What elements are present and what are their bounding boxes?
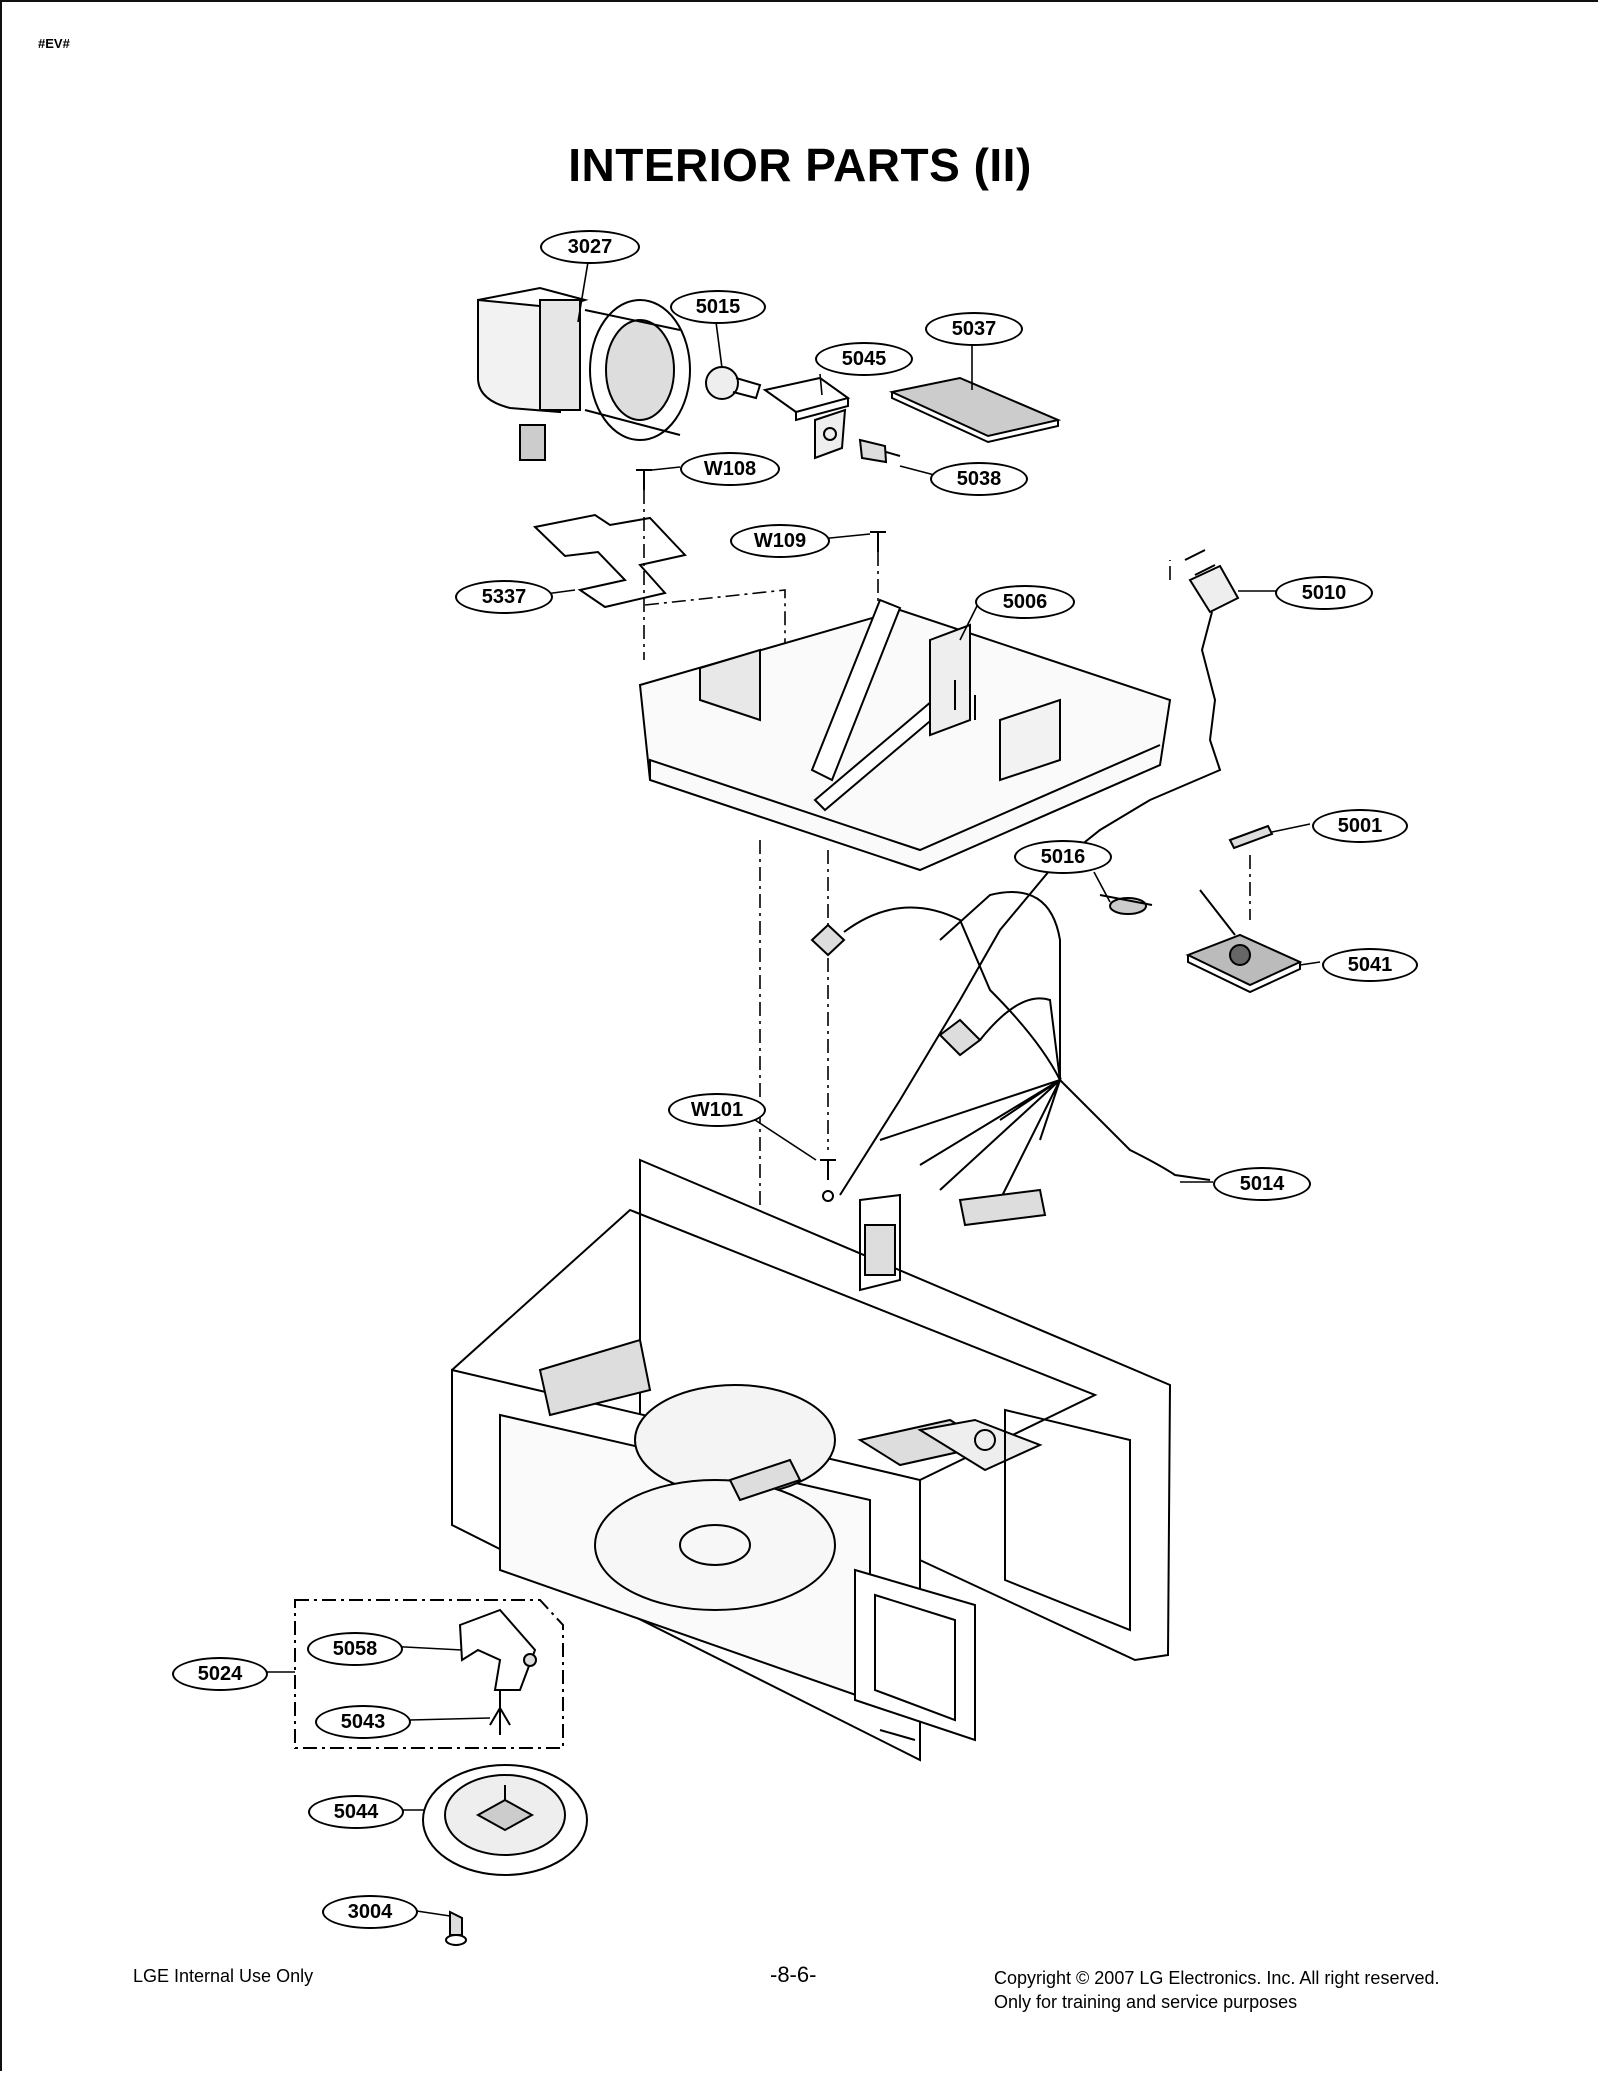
grease-filter-part (888, 376, 1062, 444)
screw-w108 (636, 469, 652, 490)
callout-3027: 3027 (540, 230, 640, 264)
lamp-bulb-part (705, 366, 762, 400)
lamp-socket-part (762, 376, 851, 460)
callout-5037: 5037 (925, 312, 1023, 346)
screw-w109 (870, 531, 886, 552)
power-cord-part (839, 549, 1240, 1196)
thermostat-part (1099, 894, 1153, 915)
callout-5016: 5016 (1014, 840, 1112, 874)
footer-copyright-line: Copyright © 2007 LG Electronics. Inc. Al… (994, 1968, 1440, 1988)
turntable-roller-part (445, 1910, 467, 1946)
callout-5043: 5043 (315, 1705, 411, 1739)
footer-training-note: Only for training and service purposes (994, 1992, 1298, 2012)
page-title: INTERIOR PARTS (II) (568, 139, 1032, 191)
callout-w108: W108 (680, 452, 780, 486)
shield-sheet-part (532, 513, 687, 609)
callout-5337: 5337 (455, 580, 553, 614)
callout-5001: 5001 (1312, 809, 1408, 843)
callout-5010: 5010 (1275, 576, 1373, 610)
oven-cavity-part (451, 1158, 1172, 1762)
callout-5045: 5045 (815, 342, 913, 376)
callout-5024: 5024 (172, 1657, 268, 1691)
callout-5058: 5058 (307, 1632, 403, 1666)
base-plate-part (638, 598, 1172, 872)
callout-5044: 5044 (308, 1795, 404, 1829)
document-code: #EV# (38, 36, 70, 51)
turntable-drive-assembly (294, 1599, 564, 1749)
callout-3004: 3004 (322, 1895, 418, 1929)
wire-harness-part (810, 891, 1211, 1227)
lamp-holder-part (858, 438, 901, 464)
callout-5015: 5015 (670, 290, 766, 324)
screw-w101 (820, 1159, 836, 1202)
fuse-part (1228, 824, 1274, 850)
turntable-motor-part (422, 1764, 588, 1876)
callout-5038: 5038 (930, 462, 1028, 496)
footer-internal-use: LGE Internal Use Only (133, 1966, 314, 1986)
assembly-guide-lines (643, 490, 1251, 1270)
callout-5006: 5006 (975, 585, 1075, 619)
callout-5041: 5041 (1322, 948, 1418, 982)
callout-5014: 5014 (1213, 1167, 1311, 1201)
footer-copyright: Copyright © 2007 LG Electronics. Inc. Al… (994, 1966, 1439, 2014)
callout-w109: W109 (730, 524, 830, 558)
callout-w101: W101 (668, 1093, 766, 1127)
footer-page-number: -8-6- (770, 1962, 817, 1987)
noise-filter-board-part (1185, 889, 1303, 994)
blower-fan-part (477, 286, 691, 461)
